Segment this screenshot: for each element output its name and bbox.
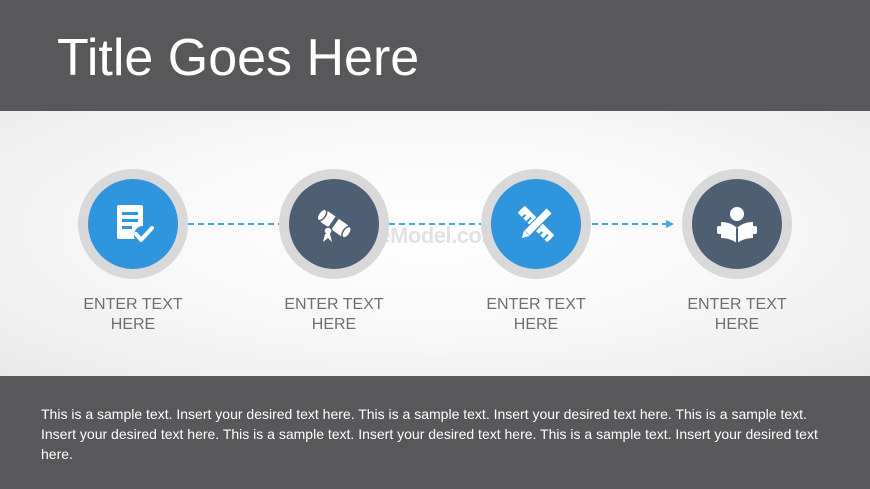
diploma-scroll-icon xyxy=(316,208,353,242)
step-ring xyxy=(481,169,591,279)
step-label-line2: HERE xyxy=(110,316,156,333)
step-circle xyxy=(692,179,782,269)
title-bar: Title Goes Here xyxy=(0,0,870,111)
process-panel: SlideModel.com ENTER TEXT HERE xyxy=(0,111,870,376)
step-label-line1: ENTER TEXT xyxy=(687,296,787,313)
step-label-line1: ENTER TEXT xyxy=(83,296,183,313)
body-paragraph: This is a sample text. Insert your desir… xyxy=(41,406,818,462)
step-ring xyxy=(682,169,792,279)
step-circle xyxy=(88,179,178,269)
connector-arrowhead xyxy=(666,220,674,228)
checklist-document-icon xyxy=(117,205,154,244)
step-label-line2: HERE xyxy=(311,316,357,333)
text-footer: This is a sample text. Insert your desir… xyxy=(0,376,870,489)
step-label: ENTER TEXT HERE xyxy=(244,295,424,335)
step-ring xyxy=(78,169,188,279)
step-label: ENTER TEXT HERE xyxy=(43,295,223,335)
step-label: ENTER TEXT HERE xyxy=(647,295,827,335)
ruler-pencil-icon xyxy=(518,206,554,242)
step-label-line2: HERE xyxy=(513,316,559,333)
step-label-line1: ENTER TEXT xyxy=(284,296,384,313)
step-circle xyxy=(491,179,581,269)
step-circle xyxy=(289,179,379,269)
connector-lines xyxy=(188,220,674,228)
reader-book-icon xyxy=(717,207,757,243)
slide-title: Title Goes Here xyxy=(57,29,420,87)
step-label-line2: HERE xyxy=(714,316,760,333)
step-label: ENTER TEXT HERE xyxy=(446,295,626,335)
step-ring xyxy=(279,169,389,279)
step-label-line1: ENTER TEXT xyxy=(486,296,586,313)
